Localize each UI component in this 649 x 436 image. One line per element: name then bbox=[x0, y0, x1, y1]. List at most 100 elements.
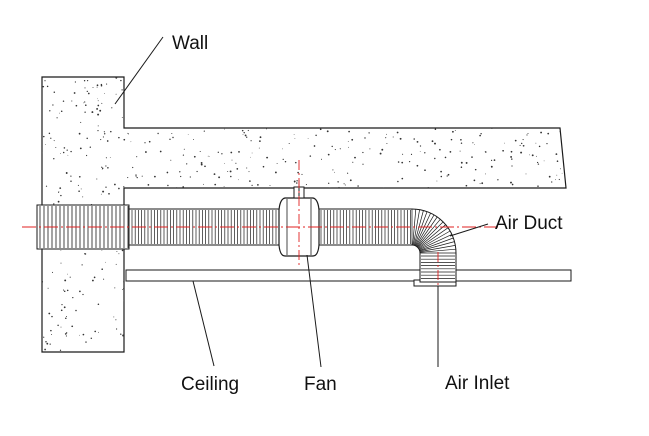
concrete-speckle bbox=[536, 161, 539, 164]
concrete-speckle bbox=[246, 268, 248, 270]
elbow-rib bbox=[413, 210, 424, 246]
concrete-speckle bbox=[325, 347, 328, 349]
concrete-speckle bbox=[391, 202, 393, 204]
concrete-speckle bbox=[256, 289, 259, 292]
concrete-speckle bbox=[408, 334, 411, 336]
concrete-speckle bbox=[519, 203, 521, 205]
concrete-speckle bbox=[273, 289, 275, 292]
concrete-speckle bbox=[223, 118, 225, 119]
concrete-speckle bbox=[412, 290, 414, 292]
concrete-speckle bbox=[351, 310, 354, 313]
concrete-speckle bbox=[440, 170, 442, 173]
concrete-speckle bbox=[87, 80, 89, 82]
concrete-speckle bbox=[446, 175, 448, 177]
concrete-speckle bbox=[431, 80, 434, 82]
concrete-speckle bbox=[520, 314, 522, 316]
concrete-speckle bbox=[328, 99, 330, 101]
concrete-speckle bbox=[215, 200, 217, 202]
concrete-speckle bbox=[258, 100, 260, 102]
ceiling-label: Ceiling bbox=[181, 374, 239, 395]
concrete-speckle bbox=[526, 134, 528, 136]
concrete-speckle bbox=[84, 111, 86, 113]
concrete-speckle bbox=[362, 94, 364, 97]
concrete-speckle bbox=[415, 262, 417, 264]
concrete-speckle bbox=[503, 284, 505, 287]
concrete-speckle bbox=[224, 163, 226, 164]
concrete-speckle bbox=[392, 136, 394, 138]
concrete-speckle bbox=[282, 196, 284, 198]
concrete-speckle bbox=[84, 101, 86, 103]
concrete-speckle bbox=[125, 310, 128, 313]
concrete-speckle bbox=[145, 252, 147, 254]
concrete-speckle bbox=[506, 246, 509, 249]
concrete-speckle bbox=[353, 264, 355, 266]
concrete-speckle bbox=[533, 76, 534, 77]
concrete-speckle bbox=[404, 200, 406, 202]
concrete-speckle bbox=[97, 303, 100, 306]
concrete-speckle bbox=[199, 114, 201, 115]
concrete-speckle bbox=[523, 111, 525, 114]
concrete-speckle bbox=[368, 90, 371, 92]
concrete-speckle bbox=[485, 265, 487, 268]
concrete-speckle bbox=[478, 249, 480, 251]
concrete-speckle bbox=[315, 285, 317, 287]
concrete-speckle bbox=[352, 291, 354, 293]
concrete-speckle bbox=[150, 96, 152, 98]
concrete-speckle bbox=[481, 93, 483, 96]
concrete-speckle bbox=[512, 353, 514, 355]
concrete-speckle bbox=[221, 308, 224, 310]
concrete-speckle bbox=[362, 151, 364, 154]
concrete-speckle bbox=[299, 98, 302, 100]
concrete-speckle bbox=[169, 92, 171, 94]
concrete-speckle bbox=[293, 84, 295, 86]
concrete-speckle bbox=[184, 87, 186, 90]
concrete-speckle bbox=[121, 89, 123, 91]
concrete-speckle bbox=[453, 204, 456, 207]
concrete-speckle bbox=[207, 155, 209, 157]
concrete-speckle bbox=[155, 110, 157, 112]
concrete-speckle bbox=[130, 311, 133, 313]
concrete-speckle bbox=[115, 77, 118, 79]
concrete-speckle bbox=[123, 186, 125, 188]
concrete-speckle bbox=[182, 256, 185, 258]
concrete-speckle bbox=[498, 322, 500, 324]
concrete-speckle bbox=[295, 161, 297, 164]
concrete-speckle bbox=[513, 295, 516, 298]
ceiling-leader bbox=[192, 280, 215, 367]
concrete-speckle bbox=[408, 192, 411, 194]
concrete-speckle bbox=[408, 309, 411, 312]
concrete-speckle bbox=[531, 154, 534, 157]
concrete-speckle bbox=[379, 152, 382, 155]
elbow-rib bbox=[416, 216, 438, 247]
concrete-speckle bbox=[401, 193, 404, 195]
concrete-speckle bbox=[497, 179, 499, 181]
concrete-speckle bbox=[333, 96, 336, 99]
concrete-speckle bbox=[490, 210, 492, 212]
concrete-speckle bbox=[388, 326, 391, 329]
concrete-speckle bbox=[473, 301, 476, 304]
concrete-speckle bbox=[540, 209, 542, 211]
concrete-speckle bbox=[487, 240, 490, 242]
concrete-speckle bbox=[136, 156, 138, 158]
concrete-speckle bbox=[123, 281, 125, 283]
concrete-speckle bbox=[287, 87, 290, 89]
concrete-speckle bbox=[416, 140, 419, 143]
concrete-speckle bbox=[146, 77, 149, 80]
elbow-rib bbox=[415, 214, 435, 247]
concrete-speckle bbox=[539, 203, 541, 205]
concrete-speckle bbox=[175, 334, 177, 336]
concrete-speckle bbox=[216, 121, 219, 124]
concrete-speckle bbox=[568, 131, 569, 132]
concrete-speckle bbox=[447, 173, 450, 176]
concrete-speckle bbox=[248, 171, 250, 173]
concrete-speckle bbox=[363, 256, 366, 258]
concrete-speckle bbox=[135, 256, 136, 258]
concrete-speckle bbox=[480, 133, 482, 135]
concrete-speckle bbox=[123, 138, 126, 141]
concrete-speckle bbox=[289, 307, 291, 309]
concrete-speckle bbox=[173, 310, 176, 313]
concrete-speckle bbox=[142, 337, 144, 339]
concrete-speckle bbox=[164, 259, 166, 261]
concrete-speckle bbox=[274, 171, 277, 174]
